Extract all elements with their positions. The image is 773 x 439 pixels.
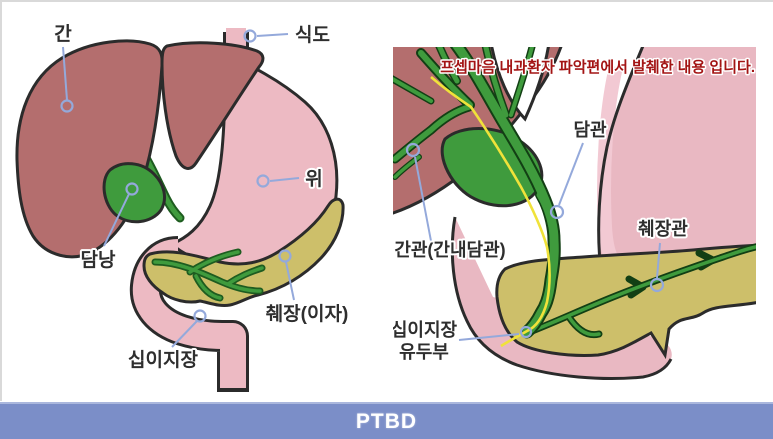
source-note: 프셉마음 내과환자 파악편에서 발췌한 내용 입니다. xyxy=(440,58,755,76)
pointer-stomach xyxy=(256,174,300,188)
label-pancreas: 췌장(이자) xyxy=(266,303,349,325)
footer-bar: PTBD xyxy=(0,402,773,439)
label-stomach: 위 xyxy=(305,168,322,190)
label-hepatic-duct: 간관(간내담관) xyxy=(394,240,505,260)
pointer-hepatic-duct xyxy=(405,142,432,242)
pancreas-closeup-shape xyxy=(495,243,756,360)
page-border-left xyxy=(0,0,2,401)
bile-duct-tree xyxy=(393,47,561,339)
footer-title: PTBD xyxy=(355,409,418,433)
page-border-top xyxy=(0,0,773,2)
label-esophagus: 식도 xyxy=(295,24,330,46)
label-duodenum: 십이지장 xyxy=(128,349,198,371)
right-panel-illustration: 프셉마음 내과환자 파악편에서 발췌한 내용 입니다. 담관 간관(간내담관) … xyxy=(393,47,756,380)
pointer-liver xyxy=(60,46,74,113)
pointer-pancreas xyxy=(278,249,295,301)
label-liver: 간 xyxy=(54,23,72,45)
label-pancreatic-duct: 췌장관 xyxy=(638,219,688,239)
gallbladder-shape xyxy=(102,162,166,224)
label-bile-duct: 담관 xyxy=(573,120,607,140)
label-gallbladder: 담낭 xyxy=(81,249,116,271)
label-duodenal-papilla-line1: 십이지장 xyxy=(393,320,458,340)
guidewire-shape xyxy=(430,76,551,348)
liver-right-lobe-shape xyxy=(15,39,164,259)
common-bile-duct-branches xyxy=(151,248,266,302)
pointer-bile-duct xyxy=(549,142,584,220)
pointer-duodenal-papilla xyxy=(458,325,533,341)
liver-left-lobe-shape xyxy=(160,41,265,170)
label-duodenal-papilla-line2: 유두부 xyxy=(399,342,449,362)
pointer-duodenum xyxy=(171,309,207,348)
pointer-esophagus xyxy=(243,29,289,43)
pointer-pancreatic-duct xyxy=(649,242,665,293)
pointer-gallbladder xyxy=(103,182,139,247)
left-panel-illustration: 간 식도 위 담낭 췌장(이자) 십이지장 xyxy=(15,21,350,392)
